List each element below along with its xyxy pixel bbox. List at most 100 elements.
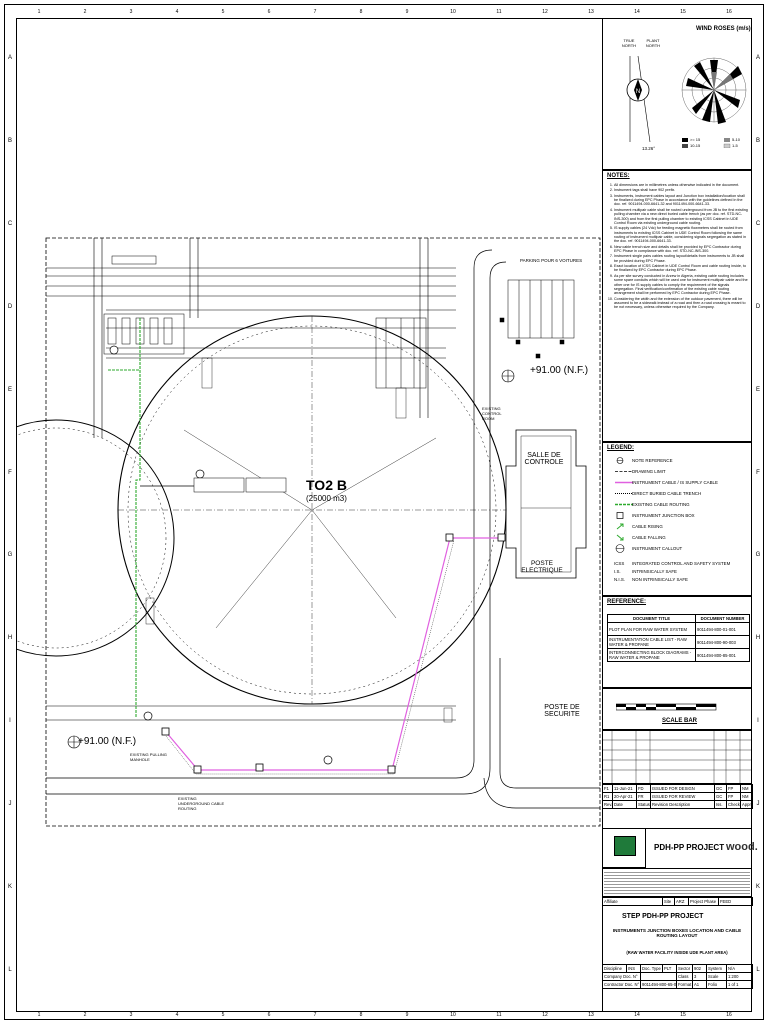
revision-header: Date bbox=[612, 800, 637, 809]
grid-column-10-bot: 10 bbox=[450, 1012, 456, 1018]
grid-column-13-top: 13 bbox=[588, 9, 594, 15]
north-angle: 13.26° bbox=[642, 146, 656, 151]
wind-rose-chart bbox=[681, 57, 747, 148]
grid-row-A-l: A bbox=[7, 55, 12, 62]
wind-legend-0: >= 15 bbox=[690, 137, 701, 142]
grid-column-5-bot: 5 bbox=[221, 1012, 225, 1018]
abbreviation-text: INTRINSICALLY SAFE bbox=[632, 569, 677, 574]
grid-column-11-top: 11 bbox=[496, 9, 502, 15]
grid-column-15-bot: 15 bbox=[680, 1012, 686, 1018]
revision-cell: ISSUED FOR DESIGN bbox=[650, 784, 715, 793]
wind-legend-1: 10-15 bbox=[690, 143, 701, 148]
pump-skid bbox=[103, 255, 427, 389]
step-title: STEP PDH-PP PROJECT bbox=[622, 913, 704, 920]
revision-header: Appr. bbox=[740, 800, 753, 809]
logo-box bbox=[602, 828, 646, 868]
grid-column-11-bot: 11 bbox=[496, 1012, 502, 1018]
legend-item: EXISTING CABLE ROUTING bbox=[606, 500, 756, 510]
revision-cell: NM bbox=[740, 792, 753, 801]
tank-capacity: (25000 m3) bbox=[306, 494, 347, 503]
affiliate-label: Affiliate bbox=[602, 897, 663, 906]
company-doc-label: Company Doc. N° bbox=[602, 972, 641, 981]
revision-cell: R1 bbox=[602, 792, 613, 801]
revision-header: Check bbox=[726, 800, 741, 809]
abbreviation-code: ICSS bbox=[614, 561, 625, 566]
legend-item-label: DIRECT BURIED CABLE TRENCH bbox=[632, 491, 702, 496]
wind-rose-title: WIND ROSES (m/s) bbox=[696, 26, 751, 32]
note-item: Instrument tags shall have 902 prefix. bbox=[614, 188, 748, 192]
titleblock-panel bbox=[602, 828, 752, 1012]
grid-column-14-bot: 14 bbox=[634, 1012, 640, 1018]
north-arrow-icon: N bbox=[626, 55, 651, 143]
legend-item: INSTRUMENT JUNCTION BOX bbox=[606, 511, 756, 521]
grid-row-B-l: B bbox=[7, 138, 12, 145]
grid-column-6-bot: 6 bbox=[267, 1012, 271, 1018]
parking-label: PARKING POUR 6 VOITURES bbox=[520, 258, 583, 263]
revision-blank-area bbox=[602, 730, 752, 784]
grid-row-B-r: B bbox=[755, 138, 760, 145]
abbreviation-row: I.S.INTRINSICALLY SAFE bbox=[606, 568, 756, 578]
poste-securite-label: POSTE DE SECURITE bbox=[544, 704, 580, 718]
revision-cell: ISSUED FOR REVIEW bbox=[650, 792, 715, 801]
grid-row-A-r: A bbox=[755, 55, 760, 62]
note-item: Exact location of ICSS Cabinet in UDE Co… bbox=[614, 264, 748, 273]
plant-north-label: PLANT NORTH bbox=[645, 38, 661, 48]
revision-header: Iss. bbox=[714, 800, 727, 809]
grid-column-16-top: 16 bbox=[726, 9, 732, 15]
legend-item-label: INSTRUMENT JUNCTION BOX bbox=[632, 513, 695, 518]
wind-legend-3: 1-5 bbox=[732, 143, 738, 148]
grid-row-C-r: C bbox=[755, 221, 761, 228]
revision-header: Revision Description bbox=[650, 800, 715, 809]
wind-legend-2: 5-10 bbox=[732, 137, 741, 142]
grid-column-8-top: 8 bbox=[359, 9, 363, 15]
grid-column-9-bot: 9 bbox=[405, 1012, 409, 1018]
revision-cell: 11-Jun-21 bbox=[612, 784, 637, 793]
legend-item-label: NOTE REFERENCE bbox=[632, 458, 673, 463]
scale-bar-panel bbox=[602, 688, 752, 730]
revision-cell: FP bbox=[726, 792, 741, 801]
abbreviation-text: INTEGRATED CONTROL AND SAFETY SYSTEM bbox=[632, 561, 731, 566]
instrument-callout-icon bbox=[615, 544, 625, 553]
road-bottom bbox=[46, 249, 493, 779]
scale-bar-title: SCALE BAR bbox=[662, 718, 698, 724]
reference-doc-title: INTERCONNECTING BLOCK DIAGRAMS - RAW WAT… bbox=[607, 648, 696, 662]
grid-row-L-l: L bbox=[8, 966, 12, 973]
callout-existing-control: EXISTING CONTROL ROOM bbox=[482, 406, 502, 421]
note-reference-icon bbox=[616, 457, 624, 464]
true-north-label: TRUE NORTH bbox=[621, 38, 637, 48]
revision-cell: FD bbox=[636, 784, 651, 793]
legend-item: INSTRUMENT CABLE / IS SUPPLY CABLE bbox=[606, 478, 756, 488]
grid-row-G-l: G bbox=[7, 552, 13, 559]
grid-row-H-r: H bbox=[755, 635, 761, 642]
note-item: Considering the width and the extension … bbox=[614, 297, 748, 310]
road-right bbox=[499, 658, 600, 789]
legend-item: INSTRUMENT CALLOUT bbox=[606, 544, 756, 554]
grid-row-I-l: I bbox=[9, 718, 11, 725]
grid-column-2-top: 2 bbox=[83, 9, 87, 15]
reference-header-title: DOCUMENT TITLE bbox=[607, 614, 696, 623]
grid-row-G-r: G bbox=[755, 552, 761, 559]
legend-item-label: DRAWING LIMIT bbox=[632, 469, 666, 474]
note-item: Instrument single pairs cables routing l… bbox=[614, 254, 748, 263]
existing-routing-icon bbox=[615, 503, 633, 506]
grid-column-13-bot: 13 bbox=[588, 1012, 594, 1018]
reference-panel bbox=[602, 596, 752, 688]
existing-cable-routing bbox=[108, 318, 141, 718]
poste-electrique-label: POSTE ELECTRIQUE bbox=[521, 560, 563, 574]
affiliate-row: Affiliate Site ARZ Project Phase FEED bbox=[602, 897, 753, 906]
grid-row-F-r: F bbox=[756, 469, 760, 476]
abbreviation-code: N.I.S. bbox=[614, 577, 625, 582]
parking-area bbox=[499, 279, 575, 359]
reference-header-number: DOCUMENT NUMBER bbox=[695, 614, 750, 623]
revision-cell: 20-Apr-21 bbox=[612, 792, 637, 801]
svg-text:N: N bbox=[636, 89, 640, 95]
notes-title: NOTES: bbox=[607, 173, 630, 179]
document-subtitle: (RAW WATER FACILITY INSIDE UDE PLANT ARE… bbox=[626, 950, 728, 955]
grid-column-7-top: 7 bbox=[313, 9, 317, 15]
tb-rule-1 bbox=[602, 868, 752, 869]
cable-rising-icon bbox=[616, 523, 624, 530]
note-item: IS supply cables (24 Vdc) for feeding ma… bbox=[614, 226, 748, 243]
grid-column-4-top: 4 bbox=[175, 9, 179, 15]
